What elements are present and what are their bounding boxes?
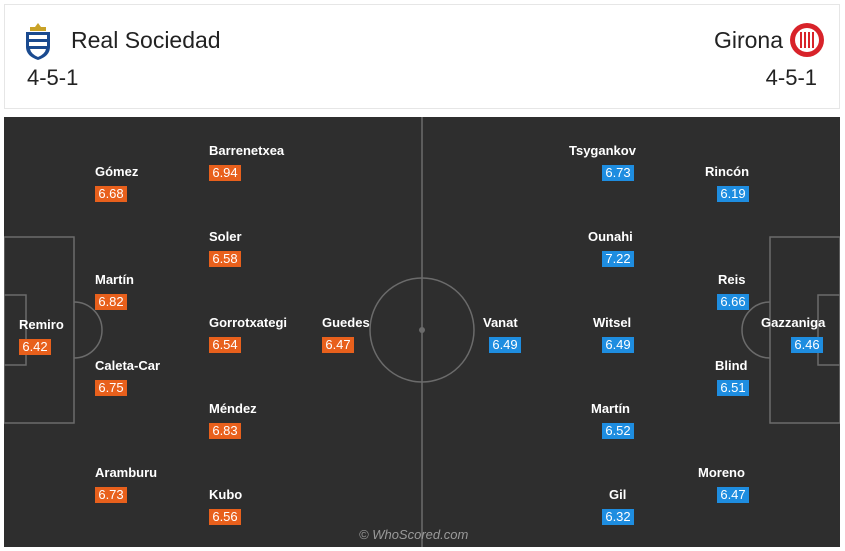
player-rating: 6.47 (322, 337, 354, 353)
player-name: Kubo (209, 487, 243, 502)
player-home-mendez[interactable]: Méndez 6.83 (209, 401, 329, 447)
player-rating: 6.94 (209, 165, 241, 181)
player-rating: 6.47 (717, 487, 749, 503)
player-name: Gazzaniga (761, 315, 826, 330)
player-home-aramburu[interactable]: Aramburu 6.73 (95, 465, 215, 511)
player-rating: 7.22 (602, 251, 634, 267)
player-rating: 6.82 (95, 294, 127, 310)
player-name: Vanat (483, 315, 518, 330)
player-name: Witsel (593, 315, 632, 330)
player-away-gil[interactable]: Gil 6.32 (602, 487, 729, 533)
player-name: Rincón (705, 164, 750, 179)
real-sociedad-crest-icon (21, 21, 55, 61)
player-away-ounahi[interactable]: Ounahi 7.22 (588, 229, 708, 275)
player-home-kubo[interactable]: Kubo 6.56 (209, 487, 329, 533)
player-rating: 6.52 (602, 423, 634, 439)
player-rating: 6.58 (209, 251, 241, 267)
player-name: Martín (591, 401, 630, 416)
pitch-lines (4, 117, 840, 547)
player-away-martin[interactable]: Martín 6.52 (591, 401, 711, 447)
player-home-gomez[interactable]: Gómez 6.68 (95, 164, 215, 210)
pitch: Remiro 6.42 Gómez 6.68 Martín 6.82 Calet… (4, 117, 840, 547)
player-rating: 6.49 (602, 337, 634, 353)
player-name: Reis (718, 272, 746, 287)
player-name: Méndez (209, 401, 257, 416)
player-home-soler[interactable]: Soler 6.58 (209, 229, 329, 275)
player-home-remiro[interactable]: Remiro 6.42 (19, 317, 139, 363)
player-away-witsel[interactable]: Witsel 6.49 (593, 315, 713, 361)
player-rating: 6.75 (95, 380, 127, 396)
player-rating: 6.42 (19, 339, 51, 355)
whoscored-watermark: © WhoScored.com (359, 527, 469, 542)
player-name: Gorrotxategi (209, 315, 288, 330)
home-team-name[interactable]: Real Sociedad (71, 27, 221, 53)
player-rating: 6.73 (95, 487, 127, 503)
player-rating: 6.73 (602, 165, 634, 181)
player-away-moreno[interactable]: Moreno 6.47 (698, 465, 818, 511)
player-home-caleta-car[interactable]: Caleta-Car 6.75 (95, 358, 215, 404)
away-formation: 4-5-1 (765, 65, 817, 90)
player-name: Guedes (322, 315, 370, 330)
player-rating: 6.46 (791, 337, 823, 353)
player-name: Blind (715, 358, 748, 373)
player-home-martin[interactable]: Martín 6.82 (95, 272, 215, 318)
player-away-vanat[interactable]: Vanat 6.49 (483, 315, 603, 361)
player-home-guedes[interactable]: Guedes 6.47 (322, 315, 442, 361)
player-name: Gómez (95, 164, 139, 179)
player-rating: 6.49 (489, 337, 521, 353)
player-rating: 6.54 (209, 337, 241, 353)
player-rating: 6.83 (209, 423, 241, 439)
player-home-gorrotxategi[interactable]: Gorrotxategi 6.54 (209, 315, 329, 361)
player-away-rincon[interactable]: Rincón 6.19 (705, 164, 825, 210)
player-rating: 6.19 (717, 186, 749, 202)
player-name: Ounahi (588, 229, 633, 244)
player-away-tsygankov[interactable]: Tsygankov 6.73 (569, 143, 689, 189)
player-name: Soler (209, 229, 242, 244)
away-team-name[interactable]: Girona (713, 27, 783, 53)
match-header: Real Sociedad 4-5-1 Girona 4-5-1 (4, 4, 840, 109)
player-name: Barrenetxea (209, 143, 285, 158)
player-name: Tsygankov (569, 143, 636, 158)
player-away-gazzaniga[interactable]: Gazzaniga 6.46 (761, 315, 840, 361)
player-rating: 6.56 (209, 509, 241, 525)
girona-crest-icon (789, 22, 825, 58)
player-name: Aramburu (95, 465, 158, 480)
player-rating: 6.68 (95, 186, 127, 202)
player-name: Remiro (19, 317, 64, 332)
player-rating: 6.32 (602, 509, 634, 525)
player-name: Moreno (698, 465, 745, 480)
player-name: Martín (95, 272, 134, 287)
player-name: Caleta-Car (95, 358, 161, 373)
home-formation: 4-5-1 (27, 65, 79, 90)
player-away-reis[interactable]: Reis 6.66 (717, 272, 838, 318)
player-away-blind[interactable]: Blind 6.51 (715, 358, 835, 404)
player-home-barrenetxea[interactable]: Barrenetxea 6.94 (209, 143, 329, 189)
player-name: Gil (609, 487, 627, 502)
player-rating: 6.51 (717, 380, 749, 396)
player-rating: 6.66 (717, 294, 749, 310)
